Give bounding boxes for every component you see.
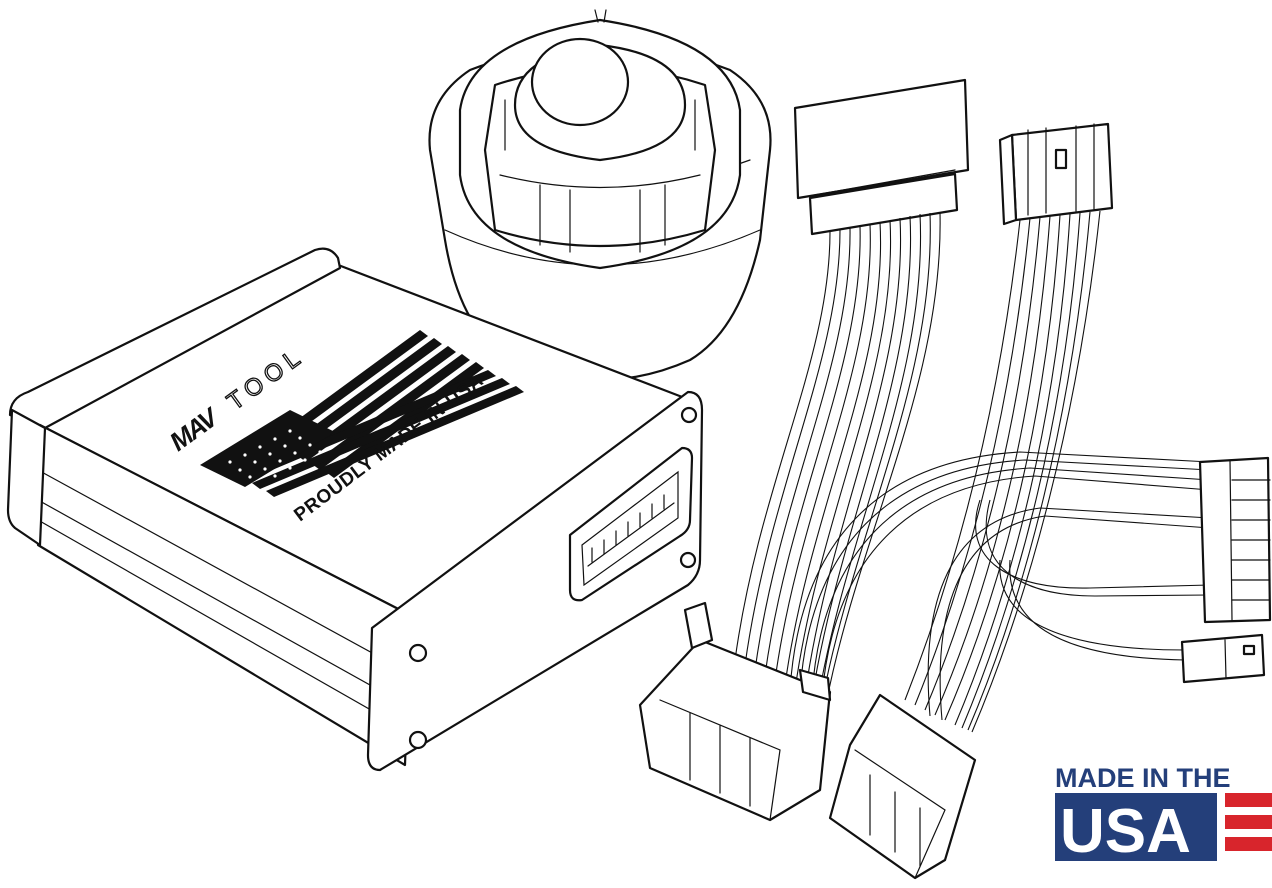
badge-usa-word: USA <box>1060 797 1191 866</box>
flag-graphic <box>200 330 524 497</box>
made-in-usa-badge: MADE IN THE USA <box>1055 763 1272 866</box>
badge-blue-panel <box>1055 793 1217 861</box>
badge-top-line: MADE IN THE <box>1055 763 1231 793</box>
control-module: MAV TOOL PROUDLY MADE IN USA <box>6 247 704 772</box>
rotary-knob <box>428 9 772 382</box>
badge-stripe-3 <box>1225 837 1272 851</box>
wiring-harness <box>638 78 1272 880</box>
badge-stripe-2 <box>1225 815 1272 829</box>
badge-stripe-1 <box>1225 793 1272 807</box>
